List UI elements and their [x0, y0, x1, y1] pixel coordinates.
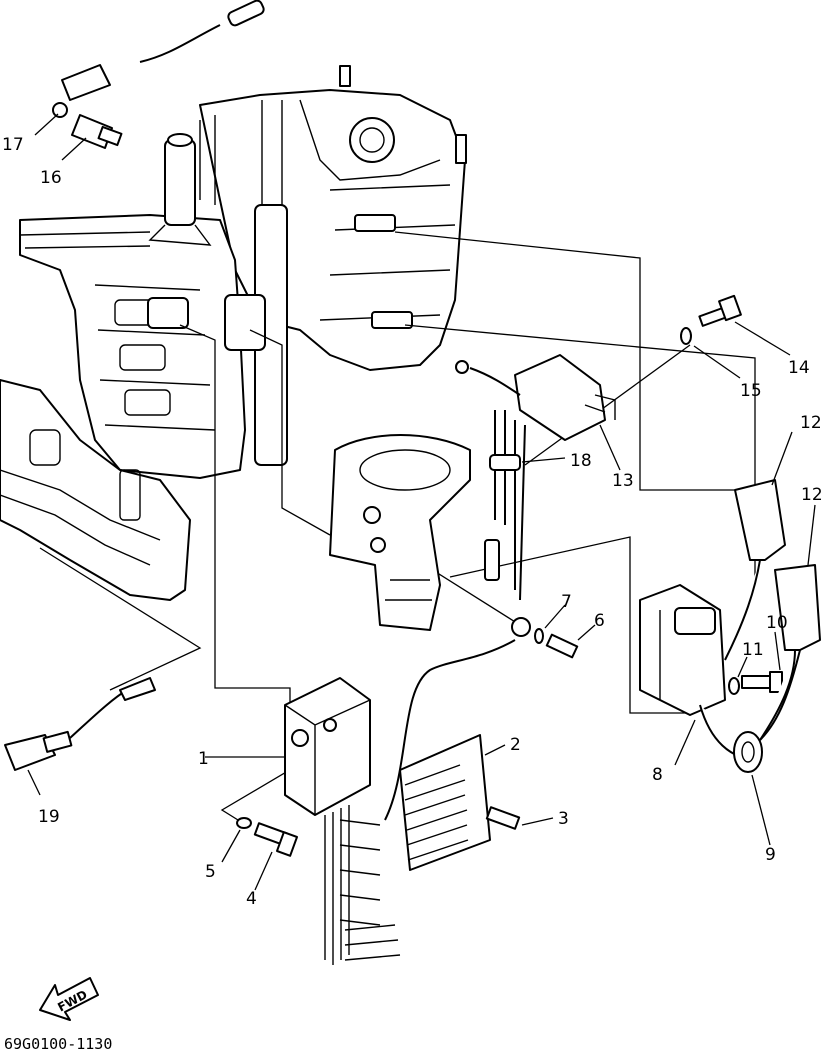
pulser-coil-bracket: [329, 434, 471, 631]
callout-17: 17: [2, 135, 24, 155]
part-8-ignition-coil: [639, 584, 761, 766]
part-13-rectifier: [455, 354, 621, 471]
part-18-clamp: [484, 410, 566, 601]
part-15-washer: [680, 327, 741, 379]
reference-lines: [39, 231, 756, 821]
callout-12-lower: 12: [801, 485, 823, 505]
part-16-sensor: [61, 114, 123, 161]
callout-6: 6: [594, 611, 605, 631]
part-17-sender-lead: [34, 0, 265, 136]
callout-labels: 1 2 3 4 5 6 7 8 9 10 11 12 12 13 14 15 1…: [2, 135, 823, 909]
part-10-11-bolt-washer: [728, 631, 783, 695]
callout-14: 14: [788, 358, 810, 378]
callout-3: 3: [558, 809, 569, 829]
callout-13: 13: [612, 471, 634, 491]
callout-12-upper: 12: [800, 413, 822, 433]
diagram-code: 69G0100-1130: [4, 1035, 112, 1051]
part-4-5-bolt-washer: [221, 817, 298, 891]
part-14-bolt: [698, 294, 791, 356]
callout-15: 15: [740, 381, 762, 401]
callout-19: 19: [38, 807, 60, 827]
callout-9: 9: [765, 845, 776, 865]
callout-8: 8: [652, 765, 663, 785]
part-3-screw: [485, 806, 554, 830]
fwd-arrow: FWD: [39, 977, 99, 1021]
callout-16: 16: [40, 168, 62, 188]
callout-18: 18: [570, 451, 592, 471]
part-2-heatsink: [399, 734, 506, 871]
engine-block-drawing: [0, 65, 467, 601]
part-12-plug-caps: [724, 431, 821, 741]
part-1-cdi-unit: [205, 677, 401, 965]
callout-5: 5: [205, 862, 216, 882]
callout-7: 7: [561, 592, 572, 612]
callout-1: 1: [198, 749, 209, 769]
callout-2: 2: [510, 735, 521, 755]
callout-11: 11: [742, 640, 764, 660]
part-19-sensor: [4, 677, 156, 796]
callout-10: 10: [766, 613, 788, 633]
callout-4: 4: [246, 889, 257, 909]
